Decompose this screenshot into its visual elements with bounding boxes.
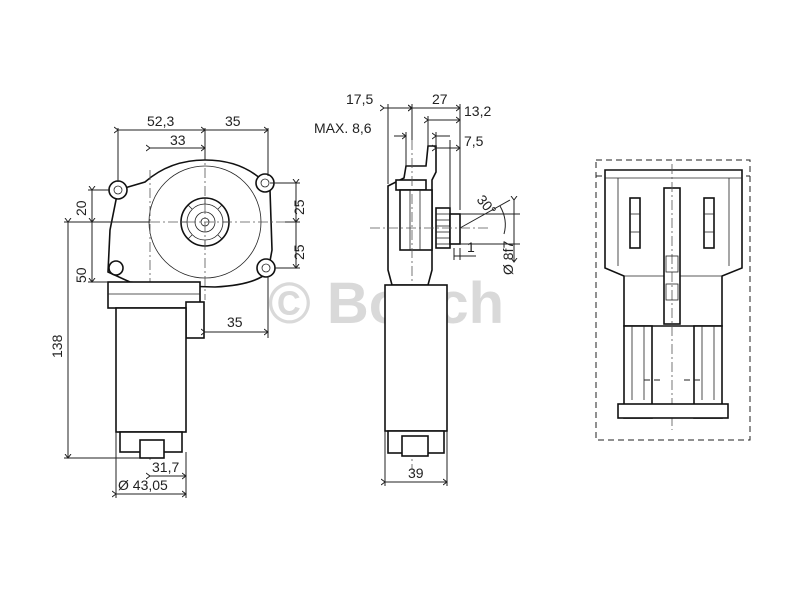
connector-view xyxy=(595,159,751,441)
dim-max-8-6: MAX. 8,6 xyxy=(314,120,372,136)
dim-39: 39 xyxy=(408,465,424,481)
motor-flange xyxy=(107,281,201,309)
dim-25-lower: 25 xyxy=(291,244,307,260)
dim-1: 1 xyxy=(467,239,475,255)
dim-7-5: 7,5 xyxy=(464,133,484,149)
dim-52-3: 52,3 xyxy=(147,113,174,129)
mounting-lug-top-left xyxy=(108,180,128,200)
dim-33: 33 xyxy=(170,132,186,148)
mounting-lug-bottom-left xyxy=(108,260,124,276)
motor-body xyxy=(115,307,187,433)
side-motor-body xyxy=(384,284,448,432)
dim-27: 27 xyxy=(432,91,448,107)
front-view xyxy=(107,150,285,460)
dim-dia-8f7: Ø 8f7 xyxy=(500,241,516,275)
dim-31-7: 31,7 xyxy=(152,459,179,475)
dim-50: 50 xyxy=(73,267,89,283)
dim-17-5: 17,5 xyxy=(346,91,373,107)
dim-dia-43-05: Ø 43,05 xyxy=(118,477,168,493)
dim-13-2: 13,2 xyxy=(464,103,491,119)
front-view-dimensions: 52,3 35 33 20 50 138 25 25 35 31,7 xyxy=(49,113,307,498)
dim-35-mid: 35 xyxy=(227,314,243,330)
dim-25-upper: 25 xyxy=(291,199,307,215)
side-view xyxy=(370,140,490,470)
dim-138: 138 xyxy=(49,334,65,358)
dim-20: 20 xyxy=(73,200,89,216)
dim-35-top: 35 xyxy=(225,113,241,129)
mounting-lug-bottom-right xyxy=(256,258,276,278)
